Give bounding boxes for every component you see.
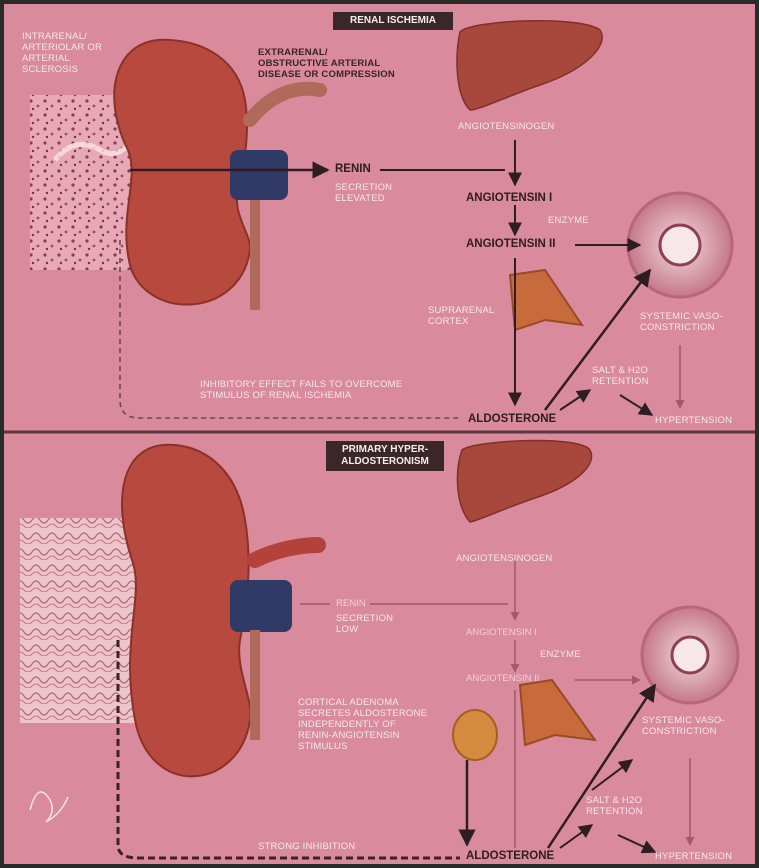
renin-secretion-elevated-label: SECRETION ELEVATED [335,183,392,205]
strong-inhibition-label: STRONG INHIBITION [258,842,355,853]
renin-secretion-low-label: SECRETION LOW [336,614,393,636]
kidney-top [114,40,250,305]
enzyme-label-bottom: ENZYME [540,650,581,661]
aldosterone-label-top: ALDOSTERONE [468,413,556,426]
intrarenal-cause-label: INTRARENAL/ ARTERIOLAR OR ARTERIAL SCLER… [22,32,102,76]
inhibitory-effect-label: INHIBITORY EFFECT FAILS TO OVERCOME STIM… [200,380,402,402]
angiotensinogen-label-bottom: ANGIOTENSINOGEN [456,554,552,565]
cortical-adenoma-label: CORTICAL ADENOMA SECRETES ALDOSTERONE IN… [298,698,427,753]
renal-vessel-top [230,150,288,200]
hypertension-label-bottom: HYPERTENSION [655,852,732,863]
salt-water-retention-label-top: SALT & H2O RETENTION [592,366,649,388]
angiotensin-2-label-top: ANGIOTENSIN II [466,238,555,251]
systemic-vasoconstriction-label-bottom: SYSTEMIC VASO- CONSTRICTION [642,716,725,738]
angiotensinogen-label-top: ANGIOTENSINOGEN [458,122,554,133]
renal-vessel-bottom [230,580,292,632]
suprarenal-cortex-label: SUPRARENAL CORTEX [428,306,494,328]
extrarenal-cause-label: EXTRARENAL/ OBSTRUCTIVE ARTERIAL DISEASE… [258,48,395,81]
enzyme-label-top: ENZYME [548,216,589,227]
angiotensin-1-label-top: ANGIOTENSIN I [466,192,552,205]
renal-ischemia-title: RENAL ISCHEMIA [333,12,453,30]
angiotensin-1-label-bottom: ANGIOTENSIN I [466,628,537,639]
cortical-adenoma [453,710,497,760]
angiotensin-2-label-bottom: ANGIOTENSIN II [466,674,539,685]
aldosterone-label-bottom: ALDOSTERONE [466,850,554,863]
renin-label-bottom: RENIN [336,599,366,610]
systemic-vasoconstriction-label-top: SYSTEMIC VASO- CONSTRICTION [640,312,723,334]
primary-hyperaldosteronism-title: PRIMARY HYPER- ALDOSTERONISM [326,441,444,471]
renin-label-top: RENIN [335,163,371,176]
salt-water-retention-label-bottom: SALT & H2O RETENTION [586,796,643,818]
hypertension-label-top: HYPERTENSION [655,416,732,427]
